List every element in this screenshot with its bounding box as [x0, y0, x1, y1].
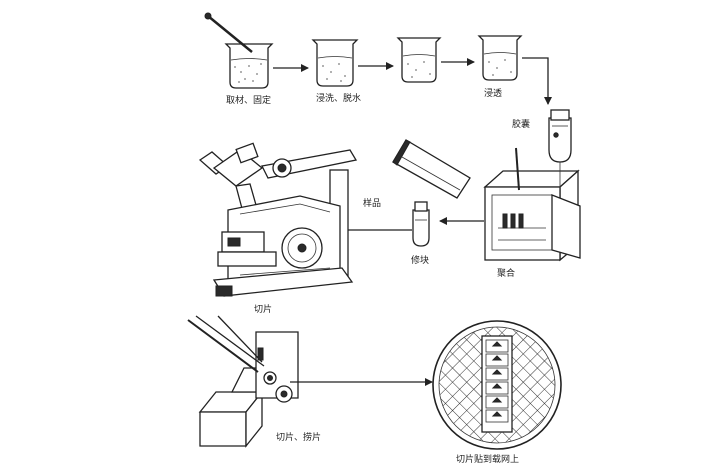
sample-tray [392, 139, 471, 199]
label-sample: 样品 [363, 197, 381, 209]
trimmed-block [412, 201, 430, 247]
label-step3: 浸透 [484, 88, 502, 99]
sectioning-detail [187, 315, 299, 448]
beaker-fixation [204, 12, 274, 89]
label-ultramicrotome: 切片 [254, 303, 272, 315]
gelatin-capsule [548, 109, 572, 163]
specimen-grid [432, 320, 562, 450]
label-capsule: 胶囊 [512, 118, 530, 130]
label-grid: 切片贴到载网上 [456, 453, 519, 465]
label-step2: 浸洗、脱水 [316, 92, 361, 104]
ultramicrotome [198, 142, 358, 297]
label-trim: 修块 [411, 254, 429, 266]
label-section-pick: 切片、捞片 [276, 431, 321, 443]
label-step1: 取材、固定 [226, 94, 271, 106]
embedding-oven [483, 147, 581, 262]
beaker-infiltration [477, 35, 523, 81]
label-embed: 聚合 [497, 267, 515, 279]
beaker-rinse [396, 37, 442, 83]
beaker-dehydration [311, 39, 359, 87]
